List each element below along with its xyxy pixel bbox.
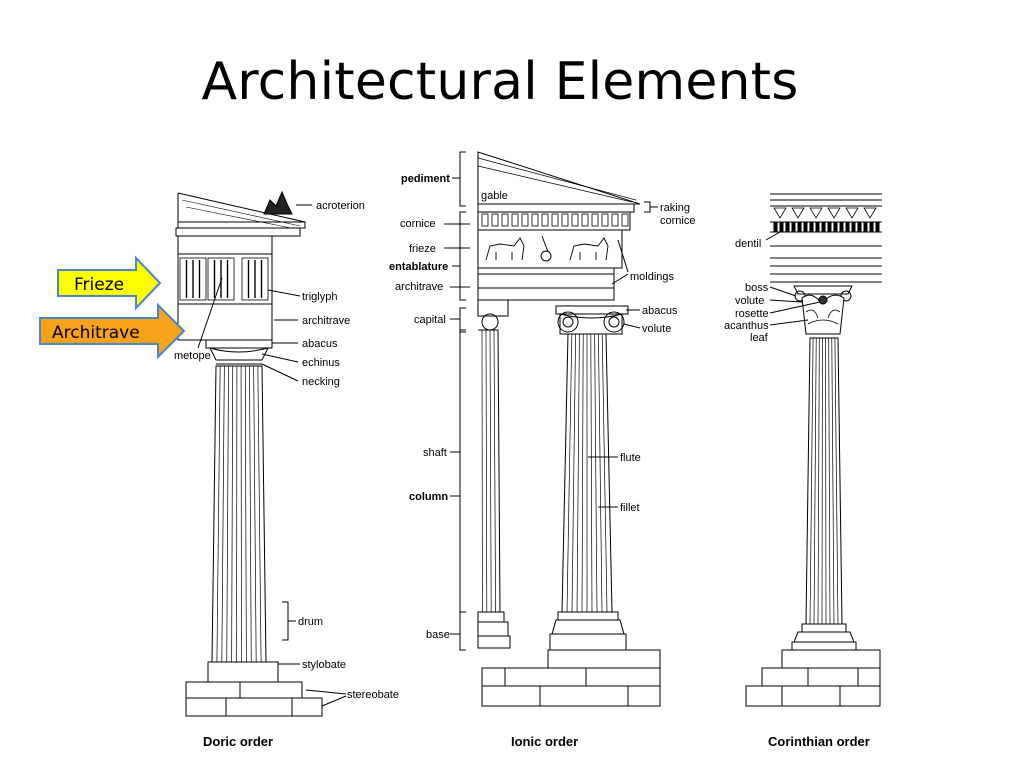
slide-title: Architectural Elements (201, 52, 799, 112)
architrave-callout: Architrave (39, 302, 186, 360)
label-column: column (409, 491, 448, 503)
label-doric-abacus: abacus (302, 338, 338, 350)
label-necking: necking (302, 376, 340, 388)
frieze-callout: Frieze (57, 255, 162, 311)
label-acroterion: acroterion (316, 200, 365, 212)
caption-doric-order: Doric order (203, 734, 273, 749)
label-raking-cornice: cornice (660, 215, 695, 227)
label-boss: boss (745, 282, 769, 294)
architrave-callout-label: Architrave (52, 323, 140, 343)
label-shaft: shaft (423, 447, 447, 459)
label-leaf: leaf (750, 332, 769, 344)
label-metope: metope (174, 350, 211, 362)
label-stereobate: stereobate (347, 689, 399, 701)
caption-ionic-order: Ionic order (511, 734, 578, 749)
label-frieze: frieze (409, 243, 436, 255)
label-cornice: cornice (400, 218, 435, 230)
ionic-order-illustration (444, 151, 661, 707)
label-dentil: dentil (735, 238, 761, 250)
label-base: base (426, 629, 450, 641)
label-flute: flute (620, 452, 641, 464)
label-pediment: pediment (401, 173, 450, 185)
label-ionic-abacus: abacus (642, 305, 678, 317)
frieze-callout-arrow (57, 255, 162, 311)
caption-corinthian-order: Corinthian order (768, 734, 870, 749)
label-ionic-architrave: architrave (395, 281, 443, 293)
frieze-callout-label: Frieze (74, 275, 124, 295)
corinthian-order-illustration (745, 193, 882, 707)
label-echinus: echinus (302, 357, 340, 369)
label-drum: drum (298, 616, 323, 628)
label-rosette: rosette (735, 308, 769, 320)
label-stylobate: stylobate (302, 659, 346, 671)
label-acanthus: acanthus (724, 320, 769, 332)
label-capital: capital (414, 314, 446, 326)
label-raking: raking (660, 202, 690, 214)
architrave-callout-arrow (39, 302, 186, 360)
label-fillet: fillet (620, 502, 640, 514)
label-corinthian-volute: volute (735, 295, 764, 307)
label-triglyph: triglyph (302, 291, 337, 303)
label-doric-architrave: architrave (302, 315, 350, 327)
label-moldings: moldings (630, 271, 675, 283)
doric-order-illustration (175, 190, 347, 717)
label-ionic-volute: volute (642, 323, 671, 335)
label-entablature: entablature (389, 261, 448, 273)
label-gable: gable (481, 190, 508, 202)
